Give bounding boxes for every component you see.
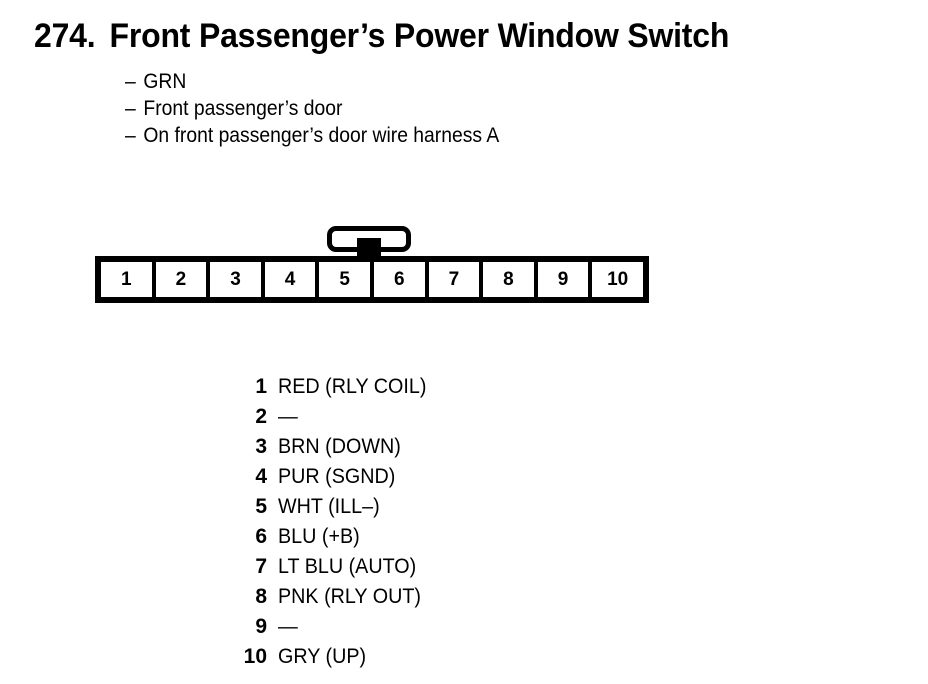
title-text: Front Passenger’s Power Window Switch bbox=[109, 17, 730, 55]
pin-label: RED (RLY COIL) bbox=[278, 375, 427, 398]
page-title: 274. Front Passenger’s Power Window Swit… bbox=[34, 16, 729, 56]
pin-assignment-list: 1 RED (RLY COIL) 2 — 3 BRN (DOWN) 4 PUR … bbox=[186, 372, 436, 672]
pin-list-item: 1 RED (RLY COIL) bbox=[186, 372, 436, 402]
connector-pin-cell: 1 bbox=[101, 262, 152, 297]
connector-pin-cell: 7 bbox=[428, 262, 480, 297]
connector-pin-cell: 4 bbox=[264, 262, 316, 297]
pin-list-item: 9 — bbox=[186, 612, 436, 642]
connector-pin-cell: 9 bbox=[537, 262, 589, 297]
note-text: Front passenger’s door bbox=[143, 97, 343, 120]
component-note: – On front passenger’s door wire harness… bbox=[125, 122, 499, 149]
connector-pin-cell: 3 bbox=[210, 262, 261, 297]
item-number: 274. bbox=[34, 17, 96, 55]
connector-pin-cell: 5 bbox=[319, 262, 370, 297]
connector-locking-tab-icon bbox=[327, 226, 411, 257]
pin-label: BLU (+B) bbox=[278, 525, 360, 548]
pin-list-item: 6 BLU (+B) bbox=[186, 522, 436, 552]
pin-label: LT BLU (AUTO) bbox=[278, 555, 417, 578]
pin-number: 3 bbox=[255, 435, 267, 458]
locking-tab-neck bbox=[357, 238, 381, 257]
pin-list-item: 5 WHT (ILL–) bbox=[186, 492, 436, 522]
pin-list-item: 4 PUR (SGND) bbox=[186, 462, 436, 492]
pin-label: — bbox=[278, 405, 298, 428]
connector-pin-cell: 6 bbox=[373, 262, 425, 297]
pin-number: 1 bbox=[255, 375, 267, 398]
pin-number: 8 bbox=[255, 585, 267, 608]
pin-list-item: 10 GRY (UP) bbox=[186, 642, 436, 672]
pin-label: — bbox=[278, 615, 298, 638]
component-note: – Front passenger’s door bbox=[125, 95, 499, 122]
pin-number: 9 bbox=[255, 615, 267, 638]
pin-number: 4 bbox=[255, 465, 267, 488]
pin-label: PUR (SGND) bbox=[278, 465, 396, 488]
pin-list-item: 3 BRN (DOWN) bbox=[186, 432, 436, 462]
pin-label: PNK (RLY OUT) bbox=[278, 585, 421, 608]
note-dash: – bbox=[125, 124, 136, 147]
note-text: GRN bbox=[143, 70, 187, 93]
pin-label: GRY (UP) bbox=[278, 645, 367, 668]
connector-housing: 1 2 3 4 5 6 7 8 9 10 bbox=[95, 256, 649, 303]
pin-list-item: 8 PNK (RLY OUT) bbox=[186, 582, 436, 612]
connector-pin-cell: 8 bbox=[483, 262, 534, 297]
pin-label: WHT (ILL–) bbox=[278, 495, 380, 518]
note-text: On front passenger’s door wire harness A bbox=[143, 124, 500, 147]
pin-list-item: 7 LT BLU (AUTO) bbox=[186, 552, 436, 582]
component-notes-list: – GRN – Front passenger’s door – On fron… bbox=[125, 68, 499, 149]
pin-label: BRN (DOWN) bbox=[278, 435, 401, 458]
pin-number: 6 bbox=[255, 525, 267, 548]
pin-number: 2 bbox=[255, 405, 267, 428]
pin-number: 7 bbox=[255, 555, 267, 578]
connector-pin-cell: 2 bbox=[155, 262, 207, 297]
note-dash: – bbox=[125, 97, 136, 120]
connector-pin-cell: 10 bbox=[592, 262, 643, 297]
connector-diagram: 1 2 3 4 5 6 7 8 9 10 bbox=[95, 226, 649, 306]
pin-number: 10 bbox=[243, 645, 267, 668]
pin-number: 5 bbox=[255, 495, 267, 518]
pin-list-item: 2 — bbox=[186, 402, 436, 432]
note-dash: – bbox=[125, 70, 136, 93]
page-header: 274. Front Passenger’s Power Window Swit… bbox=[34, 16, 774, 56]
component-note: – GRN bbox=[125, 68, 499, 95]
